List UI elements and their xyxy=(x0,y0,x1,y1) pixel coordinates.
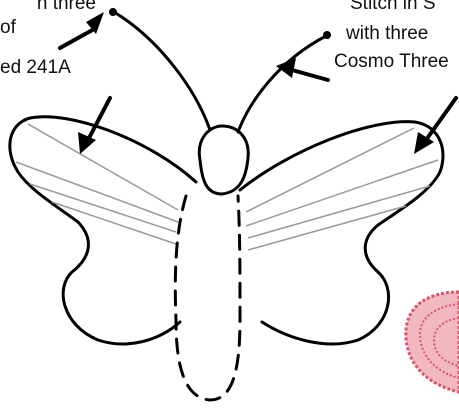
butterfly-body xyxy=(175,196,240,400)
right-callout-line-1: Stitch in S xyxy=(326,0,459,16)
left-callout-line-1: n three xyxy=(0,0,96,16)
right-callout-text: Stitch in S with three Cosmo Three xyxy=(326,0,459,74)
left-callout-text: n three of ed 241A xyxy=(0,0,96,80)
right-callout-line-2: with three xyxy=(326,22,459,46)
arrow-to-left-wing xyxy=(78,98,110,154)
left-wing-veins xyxy=(16,124,178,244)
butterfly-head xyxy=(199,126,248,194)
embroidered-wing-swatch xyxy=(406,292,459,392)
left-wing xyxy=(10,117,196,344)
left-antenna xyxy=(114,12,210,130)
right-wing-veins xyxy=(246,128,438,250)
right-callout-line-3: Cosmo Three xyxy=(326,50,459,74)
left-callout-line-2: of xyxy=(0,16,96,40)
arrow-to-right-wing xyxy=(414,98,456,154)
arrow-to-right-antenna xyxy=(276,58,328,80)
right-antenna xyxy=(238,36,326,132)
left-callout-line-3: ed 241A xyxy=(0,56,96,80)
left-antenna-tip xyxy=(109,8,117,16)
